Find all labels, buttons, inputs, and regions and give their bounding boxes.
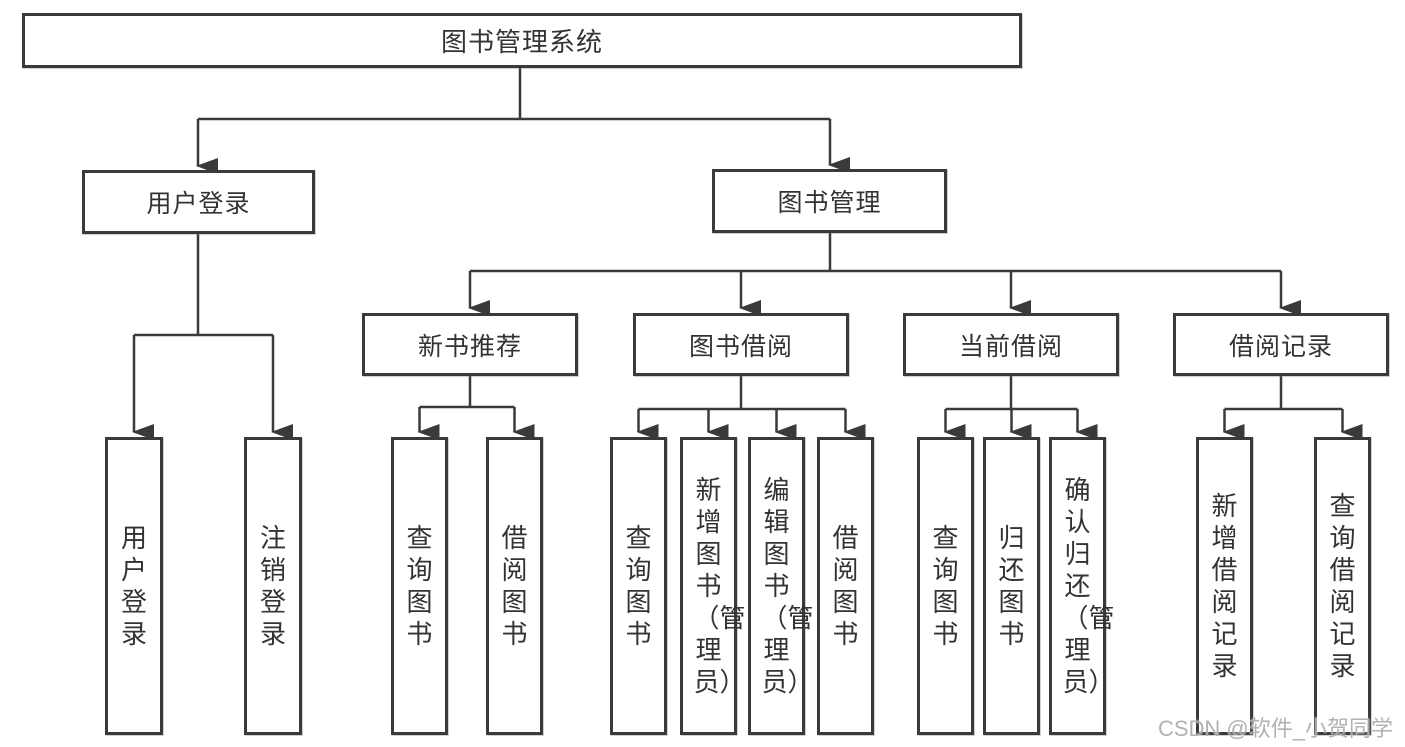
leaf-confirm-return-admin-label: 确认归还（管理员） [1062, 475, 1115, 697]
node-book-borrow: 图书借阅 [633, 313, 849, 376]
connector-new-book-recommend [417, 376, 535, 440]
leaf-query-books-borrow: 查询图书 [610, 437, 667, 735]
node-user-login-label: 用户登录 [146, 190, 251, 218]
node-user-login: 用户登录 [82, 170, 315, 234]
leaf-logout-label: 注销登录 [259, 523, 286, 649]
connector-borrow-records [1222, 376, 1363, 440]
leaf-return-book: 归还图书 [983, 437, 1040, 735]
node-book-management-label: 图书管理 [777, 189, 882, 217]
connector-current-borrow [943, 376, 1098, 440]
node-root-label: 图书管理系统 [440, 27, 603, 57]
leaf-logout: 注销登录 [244, 437, 302, 735]
leaf-user-login: 用户登录 [105, 437, 163, 735]
node-new-book-recommend-label: 新书推荐 [417, 332, 522, 361]
leaf-borrow-books: 借阅图书 [817, 437, 874, 735]
leaf-add-borrow-record: 新增借阅记录 [1196, 437, 1253, 735]
leaf-borrow-books-recommend: 借阅图书 [486, 437, 543, 735]
node-root: 图书管理系统 [22, 13, 1022, 68]
leaf-query-books-recommend: 查询图书 [391, 437, 448, 735]
leaf-query-books-recommend-label: 查询图书 [406, 523, 433, 649]
leaf-add-book-admin: 新增图书（管理员） [680, 437, 746, 735]
leaf-user-login-label: 用户登录 [120, 523, 147, 649]
connector-book-borrow [636, 376, 866, 440]
leaf-query-books-borrow-label: 查询图书 [625, 523, 652, 649]
leaf-query-borrow-record: 查询借阅记录 [1314, 437, 1371, 735]
leaf-borrow-books-label: 借阅图书 [832, 523, 859, 649]
node-current-borrow-label: 当前借阅 [958, 332, 1063, 361]
node-borrow-records: 借阅记录 [1173, 313, 1389, 376]
leaf-add-borrow-record-label: 新增借阅记录 [1211, 491, 1238, 681]
node-current-borrow: 当前借阅 [903, 313, 1119, 376]
leaf-query-books-current: 查询图书 [917, 437, 974, 735]
connector-root [196, 68, 850, 174]
connector-user-login [132, 234, 293, 440]
node-book-borrow-label: 图书借阅 [688, 332, 793, 361]
csdn-watermark: CSDN @软件_小贺同学 [1157, 716, 1393, 741]
leaf-borrow-books-recommend-label: 借阅图书 [501, 523, 528, 649]
leaf-edit-book-admin: 编辑图书（管理员） [748, 437, 814, 735]
node-book-management: 图书管理 [712, 169, 947, 233]
node-new-book-recommend: 新书推荐 [362, 313, 578, 376]
leaf-add-book-admin-label: 新增图书（管理员） [693, 475, 746, 697]
leaf-edit-book-admin-label: 编辑图书（管理员） [761, 475, 814, 697]
leaf-return-book-label: 归还图书 [998, 523, 1025, 649]
connector-book-management [468, 233, 1301, 316]
leaf-query-books-current-label: 查询图书 [932, 523, 959, 649]
node-borrow-records-label: 借阅记录 [1228, 332, 1333, 361]
leaf-confirm-return-admin: 确认归还（管理员） [1049, 437, 1115, 735]
leaf-query-borrow-record-label: 查询借阅记录 [1329, 491, 1356, 681]
